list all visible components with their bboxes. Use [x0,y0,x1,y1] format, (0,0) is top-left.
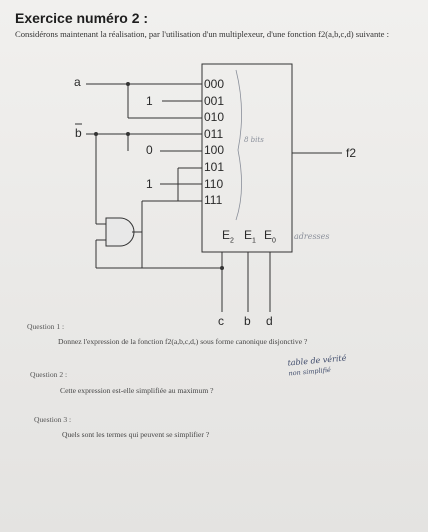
question-2-label: Question 2 : [30,370,68,379]
label-const-1b: 1 [146,177,153,191]
mux-box [201,63,293,253]
bottom-d: d [266,314,273,328]
exercise-title: Exercice numéro 2 : [15,10,149,26]
label-b: b [75,126,82,140]
question-3-label: Question 3 : [34,415,72,424]
mux-input-100: 100 [204,143,225,158]
select-e0: E0 [264,228,276,245]
mux-input-001: 001 [204,93,225,108]
label-f2: f2 [346,146,357,160]
handwritten-adresses: adresses [294,232,330,241]
label-const-1: 1 [146,94,153,108]
question-1-label: Question 1 : [27,322,65,331]
select-e1: E1 [244,228,256,245]
mux-input-111: 111 [204,193,223,208]
and-gate [105,217,135,247]
select-e2: E2 [222,228,234,245]
bottom-b: b [244,314,251,328]
mux-input-110: 110 [204,176,224,191]
exercise-intro: Considérons maintenant la réalisation, p… [15,29,389,39]
mux-input-010: 010 [204,110,225,125]
handwritten-8-bits: 8 bits [244,136,264,144]
mux-input-labels: 000 001 010 011 100 101 110 111 [204,76,224,209]
label-a: a [74,75,81,89]
bottom-c: c [218,314,224,328]
label-const-0: 0 [146,143,153,157]
question-3-text: Quels sont les termes qui peuvent se sim… [62,430,210,439]
mux-input-101: 101 [204,159,225,174]
question-2-text: Cette expression est-elle simplifiée au … [60,386,214,395]
mux-input-000: 000 [204,77,225,91]
question-1-text: Donnez l'expression de la fonction f2(a,… [58,337,308,346]
mux-input-011: 011 [204,126,224,141]
